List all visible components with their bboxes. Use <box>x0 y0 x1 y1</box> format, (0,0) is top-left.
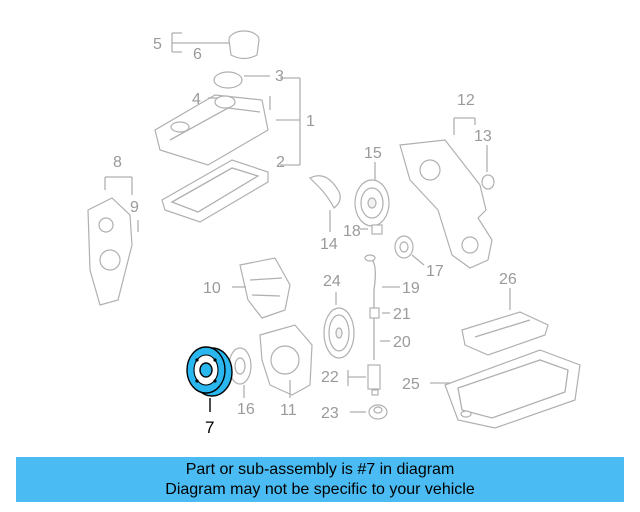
callout-11: 11 <box>280 402 297 419</box>
part-timing-cover-left <box>87 197 133 306</box>
callout-20: 20 <box>393 334 411 351</box>
part-bolt-18 <box>360 224 383 235</box>
info-banner: Part or sub-assembly is #7 in diagram Di… <box>16 457 624 502</box>
callout-25: 25 <box>402 376 420 393</box>
part-valve-cover <box>154 94 271 166</box>
callout-12: 12 <box>457 92 475 109</box>
callout-26: 26 <box>499 271 517 288</box>
part-oil-baffle <box>461 311 549 356</box>
callout-6: 6 <box>193 46 202 63</box>
part-oil-cap <box>171 30 260 60</box>
part-crank-sprocket <box>228 347 252 385</box>
part-cam-sprocket <box>354 179 390 227</box>
callout-10: 10 <box>203 280 221 297</box>
part-timing-cover-right <box>399 139 493 269</box>
callout-22: 22 <box>321 369 339 386</box>
parts-diagram: 5 6 3 4 1 2 8 9 10 11 <box>87 30 581 437</box>
banner-line-2: Diagram may not be specific to your vehi… <box>165 481 475 498</box>
part-timing-cover-rear <box>259 324 313 396</box>
part-idler-roller <box>394 235 414 259</box>
callout-21: 21 <box>393 306 411 323</box>
callout-9: 9 <box>130 199 139 216</box>
callout-3: 3 <box>275 68 284 85</box>
part-grommet <box>481 174 495 190</box>
part-7-highlighted <box>186 346 233 397</box>
part-oil-pan <box>444 349 581 429</box>
callout-8: 8 <box>113 154 122 171</box>
callout-1: 1 <box>306 113 315 130</box>
callout-19: 19 <box>402 280 420 297</box>
callout-17: 17 <box>426 263 444 280</box>
callout-15: 15 <box>364 145 382 162</box>
part-timing-cover-middle <box>239 257 291 319</box>
callout-5: 5 <box>153 36 162 53</box>
part-cap-seal <box>213 71 243 89</box>
callout-24: 24 <box>323 273 341 290</box>
part-tensioner-belt <box>308 175 341 209</box>
callout-2: 2 <box>276 154 285 171</box>
part-flywheel <box>323 307 355 359</box>
callout-18: 18 <box>343 223 361 240</box>
callout-7: 7 <box>205 418 214 437</box>
part-valve-cover-gasket <box>161 159 269 223</box>
part-dipstick <box>364 254 381 396</box>
callout-14: 14 <box>320 236 338 253</box>
banner-line-1: Part or sub-assembly is #7 in diagram <box>185 461 455 478</box>
callout-13: 13 <box>474 128 492 145</box>
part-sensor-23 <box>368 404 388 420</box>
callout-4: 4 <box>192 91 201 108</box>
callout-16: 16 <box>237 401 255 418</box>
callout-23: 23 <box>321 405 339 422</box>
